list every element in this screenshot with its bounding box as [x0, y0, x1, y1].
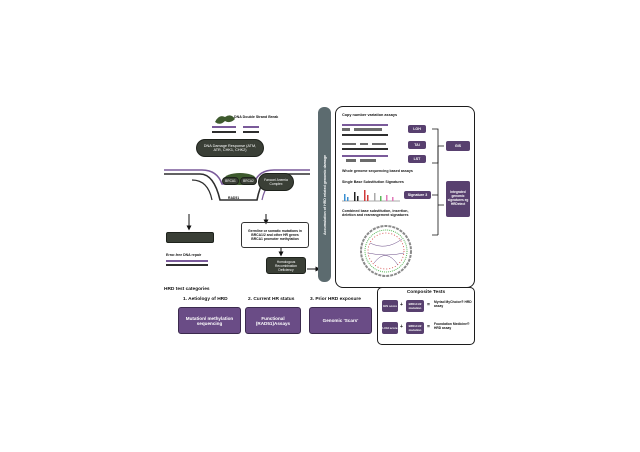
cnv-bar — [342, 155, 388, 157]
foundation-assay-label: Foundation Medicine® HRD assay — [434, 322, 470, 330]
dna-strand — [212, 126, 236, 128]
lst-tag: LST — [408, 155, 426, 163]
dna-strand — [166, 260, 208, 262]
brca1-node: BRCA1 — [222, 177, 239, 185]
loh-score-tag: LOH score — [382, 322, 398, 334]
dna-break-label: DNA Double Strand Break — [234, 115, 279, 119]
cnv-bar — [354, 128, 382, 131]
category-3-box: Genomic 'Scars' — [309, 307, 372, 334]
composite-title: Composite Tests — [406, 290, 446, 295]
equals-sign: = — [427, 302, 430, 308]
cnv-bar — [360, 159, 376, 162]
cnv-bar — [342, 148, 388, 150]
brca2-node: BRCA2 — [240, 177, 257, 185]
cnv-title: Copy number variation assays — [342, 113, 398, 117]
dna-strand — [243, 131, 259, 133]
signature-spectrum — [342, 190, 400, 202]
wgs-title: Whole genome sequencing based assays — [342, 169, 413, 173]
cnv-bar — [342, 143, 356, 145]
category-2-title: 2. Current HR status — [248, 297, 295, 302]
bracket-lines — [432, 128, 444, 236]
composite-tests-panel: Composite Tests GIS score + BRCA1/2 muta… — [377, 287, 475, 345]
myriad-assay-label: Myriad MyChoice® HRD assay — [434, 300, 472, 308]
dna-break-icon — [215, 115, 235, 124]
equals-sign: = — [427, 324, 430, 330]
combined-title: Combined base substitution, insertion, d… — [342, 209, 409, 218]
accumulation-label: Accumulation of HRD related genomic dama… — [322, 154, 327, 235]
dna-strand — [243, 126, 259, 128]
cnv-bar — [346, 159, 356, 162]
tai-tag: TAI — [408, 141, 426, 149]
cnv-bar — [372, 143, 386, 145]
loh-tag: LOH — [408, 125, 426, 133]
germline-mutations-box: Germline or somatic mutations in BRCA1/2… — [241, 222, 309, 248]
category-2-box: Functional (RAD51)Assays — [245, 307, 301, 334]
gis-score-tag: GIS score — [382, 300, 398, 312]
category-3-title: 3. Prior HRD exposure — [310, 297, 361, 302]
dna-strand — [212, 131, 236, 133]
hrd-node: Homologous Recombination Deficiency — [266, 257, 306, 274]
cnv-bar — [342, 128, 350, 131]
dna-strand — [166, 264, 208, 266]
plus-sign: + — [400, 302, 403, 308]
sbs-title: Single Base Substitution Signatures — [342, 180, 404, 184]
signature3-tag: Signature 3 — [404, 191, 431, 199]
damage-response-node: DNA Damage Response (ATM, ATR, CHK1, CHK… — [196, 139, 264, 157]
integrated-signatures-tag: Integrated genomic signatures eg HRDetec… — [446, 181, 470, 217]
gis-tag: GIS — [446, 141, 470, 151]
rad51-label: RAD51 — [228, 196, 240, 200]
fanconi-node: Fanconi Anemia Complex — [258, 173, 294, 191]
categories-heading: HRD test categories — [164, 287, 210, 292]
pathway-arrows — [186, 214, 321, 272]
genomic-assays-panel: Copy number variation assays LOH TAI LST… — [335, 106, 475, 288]
circos-plot — [360, 225, 412, 277]
category-1-box: Mutation/ methylation sequencing — [178, 307, 241, 334]
error-free-label: Error-free DNA repair — [166, 253, 202, 257]
accumulation-bar: Accumulation of HRD related genomic dama… — [318, 107, 331, 282]
cnv-bar — [342, 134, 388, 136]
brca-mutation-tag: BRCA1/2 mutation — [406, 300, 424, 312]
brca-mutation-tag: BRCA1/2 mutation — [406, 322, 424, 334]
plus-sign: + — [400, 324, 403, 330]
hr-proficient-box — [166, 232, 214, 243]
cnv-bar — [342, 124, 388, 126]
category-1-title: 1. Aetiology of HRD — [183, 297, 228, 302]
cnv-bar — [360, 143, 368, 145]
